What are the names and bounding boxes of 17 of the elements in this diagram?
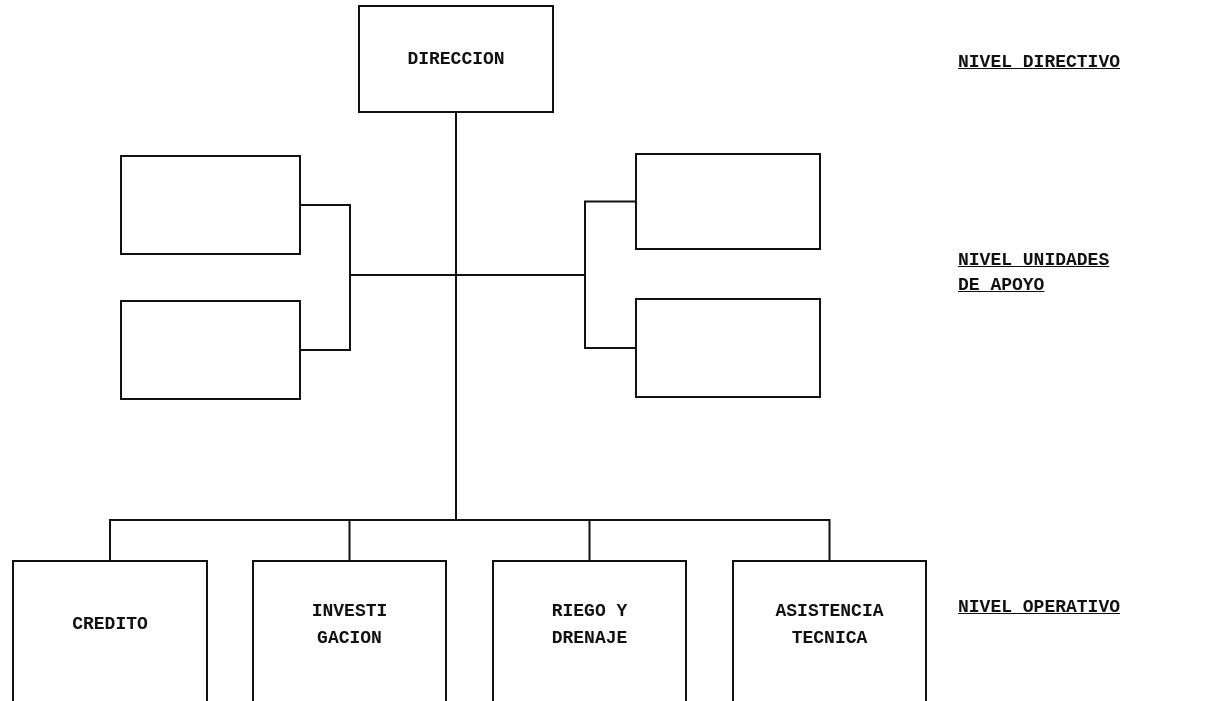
level-label: NIVEL OPERATIVO (958, 596, 1122, 619)
org-box (12, 560, 208, 701)
empty-box (635, 153, 821, 250)
level-label: NIVEL DIRECTIVO (958, 51, 1122, 74)
level-label: NIVEL UNIDADES DE APOYO (958, 249, 1111, 298)
empty-box (635, 298, 821, 398)
empty-box (120, 155, 301, 255)
empty-box (120, 300, 301, 400)
box-label: DIRECCION (407, 47, 505, 71)
org-box (492, 560, 687, 701)
org-box (358, 5, 554, 113)
box-label: RIEGO Y DRENAJE (550, 600, 629, 650)
org-box (252, 560, 447, 701)
org-box (732, 560, 927, 701)
box-label: INVESTI GACION (310, 600, 389, 650)
box-label: ASISTENCIA TECNICA (774, 600, 885, 650)
box-label: CREDITO (72, 613, 148, 637)
